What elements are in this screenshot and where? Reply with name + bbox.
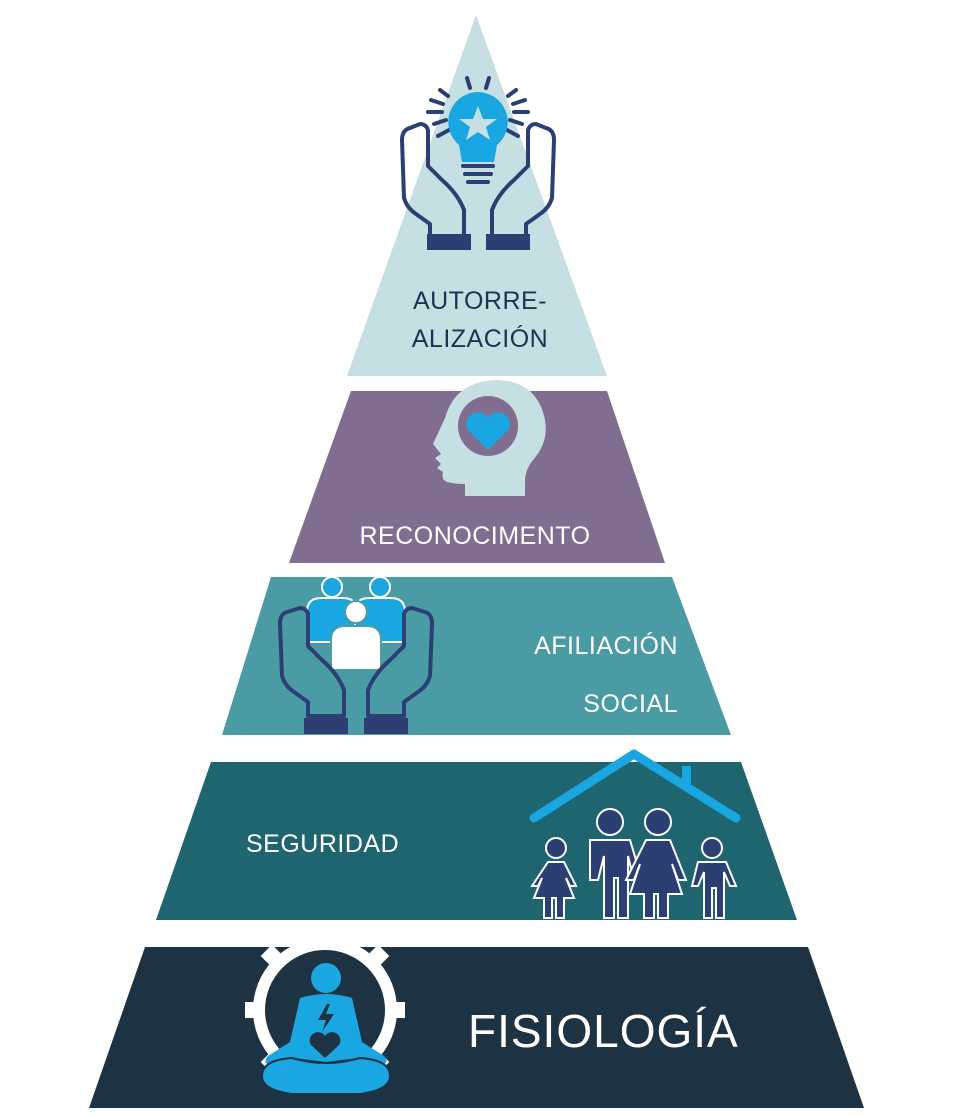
label-afiliacion-line2: SOCIAL: [583, 690, 678, 718]
label-seguridad: SEGURIDAD: [246, 830, 400, 858]
meditating-person-gear-icon: [245, 930, 405, 1095]
level-autorrealizacion: [347, 15, 607, 376]
label-autorrealizacion-line1: AUTORRE-: [412, 287, 548, 315]
lightbulb-star-in-hands-icon: [400, 76, 556, 250]
label-reconocimiento: RECONOCIMENTO: [359, 522, 591, 550]
group-in-hands-icon: [278, 576, 434, 734]
label-autorrealizacion: AUTORRE- ALIZACIÓN: [350, 282, 610, 358]
head-with-heart-icon: [433, 380, 546, 496]
family-under-roof-icon: [529, 749, 741, 919]
label-afiliacion: AFILIACIÓN SOCIAL: [500, 617, 678, 733]
label-afiliacion-line1: AFILIACIÓN: [534, 632, 678, 660]
label-fisiologia: FISIOLOGÍA: [468, 1005, 739, 1057]
label-autorrealizacion-line2: ALIZACIÓN: [411, 325, 549, 353]
